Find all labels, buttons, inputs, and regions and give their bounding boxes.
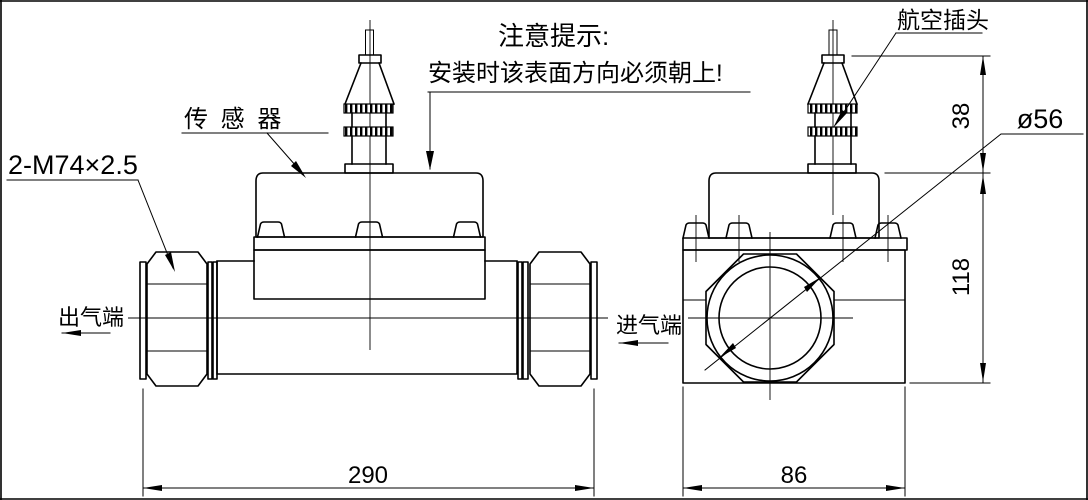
- housing-bolt-3: [452, 221, 482, 238]
- thread-spec-label: 2-M74×2.5: [8, 150, 138, 180]
- end-plug-barrel: [814, 112, 852, 165]
- end-plug-cap: [821, 54, 845, 64]
- housing-bolt-1: [256, 221, 286, 238]
- inlet-spacer-2: [522, 261, 529, 380]
- dim-38-arrow-bottom: [980, 153, 986, 172]
- outlet-flow-arrow: [62, 330, 81, 336]
- inlet-flow-arrow: [619, 340, 638, 346]
- aviation-plug-leader: [835, 32, 897, 125]
- aviation-plug-arrow: [833, 110, 847, 128]
- outlet-nut-facets: [146, 283, 208, 352]
- dim-38-text: 38: [948, 103, 975, 130]
- dimension-plug-height: 38: [851, 55, 991, 174]
- sensor-label-group: 传 感 器: [181, 106, 329, 178]
- plug-barrel: [351, 112, 387, 165]
- end-bore-outer-circle: [706, 254, 834, 382]
- sensor-label: 传 感 器: [184, 106, 284, 133]
- dimension-overall-length: 290: [142, 388, 595, 497]
- dimension-body-height: 118: [909, 172, 991, 384]
- dim-118-text: 118: [948, 258, 975, 296]
- outlet-label: 出气端: [58, 305, 124, 330]
- housing-flange: [253, 236, 486, 251]
- side-view: [128, 20, 608, 387]
- end-view: [682, 20, 908, 400]
- sensor-housing-side: [253, 172, 486, 300]
- plug-knurl-band-1: [343, 103, 394, 114]
- dim-290-text: 290: [348, 462, 388, 489]
- sensor-housing-end: [682, 172, 908, 262]
- thread-spec-group: 2-M74×2.5: [6, 150, 175, 272]
- outlet-hex-nut: [146, 251, 208, 387]
- housing-base-block: [253, 249, 486, 300]
- aviation-plug-label: 航空插头: [897, 7, 989, 33]
- pipe-outline: [216, 260, 518, 375]
- dimension-bore-diameter: ø56: [704, 104, 1084, 371]
- inlet-hex-nut: [529, 251, 591, 387]
- inlet-spacer-1: [517, 261, 523, 380]
- plug-cap: [358, 54, 382, 64]
- outlet-washer: [139, 261, 147, 380]
- aviation-plug-side: [343, 29, 396, 174]
- outlet-label-group: 出气端: [58, 305, 124, 336]
- end-nut-octagon: [705, 253, 835, 383]
- inlet-nut-facets: [529, 283, 591, 352]
- dim-d56-arrow-lower: [719, 343, 736, 358]
- warning-arrow: [426, 151, 434, 170]
- end-plug-base: [807, 163, 857, 174]
- dim-38-extension-lines: [851, 55, 991, 174]
- end-plug-cone: [806, 61, 859, 106]
- dim-d56-arrow-upper: [804, 277, 821, 292]
- warning-note-body: 安装时该表面方向必须朝上!: [428, 60, 723, 87]
- dim-d56-leader: [704, 133, 1084, 371]
- dim-38-arrow-top: [980, 56, 986, 75]
- inlet-fitting: [517, 251, 598, 387]
- warning-note: 注意提示: 安装时该表面方向必须朝上!: [426, 21, 751, 170]
- pipe-body: [216, 260, 518, 375]
- body-end: [682, 249, 906, 384]
- plug-knurl-band-2: [343, 126, 394, 137]
- end-plug-pin: [828, 29, 838, 56]
- dim-118-arrow-top: [980, 175, 986, 194]
- sensor-arrow: [291, 161, 306, 178]
- outlet-fitting: [139, 251, 218, 387]
- housing-bolt-2: [354, 221, 384, 238]
- end-bore-inner-circle: [718, 266, 822, 370]
- dim-290-arrow-left: [143, 485, 162, 491]
- plug-base: [344, 163, 394, 174]
- end-flange: [682, 237, 908, 251]
- inlet-washer: [590, 261, 598, 380]
- dim-290-arrow-right: [575, 485, 594, 491]
- dim-86-arrow-right: [886, 485, 905, 491]
- thread-spec-arrow: [165, 252, 175, 272]
- outlet-spacer-2: [212, 261, 218, 380]
- dimension-body-width: 86: [682, 386, 906, 497]
- outlet-spacer-1: [207, 261, 213, 380]
- plug-pin: [365, 29, 374, 56]
- dim-86-extension-lines: [682, 386, 906, 497]
- dim-118-arrow-bottom: [980, 363, 986, 382]
- plug-cone: [343, 61, 396, 106]
- dim-86-text: 86: [781, 462, 808, 489]
- dim-86-arrow-left: [683, 485, 702, 491]
- end-plug-knurl-band-1: [807, 103, 858, 114]
- end-plug-knurl-band-2: [807, 126, 858, 137]
- warning-note-heading: 注意提示:: [498, 21, 609, 51]
- aviation-plug-label-group: 航空插头: [833, 7, 989, 128]
- end-bolt-centerlines: [695, 215, 889, 262]
- aviation-plug-end: [806, 29, 859, 174]
- inlet-label: 进气端: [616, 313, 682, 338]
- thread-spec-leader: [137, 179, 174, 269]
- end-body-rect: [682, 249, 906, 384]
- dim-d56-text: ø56: [1017, 104, 1064, 134]
- inlet-label-group: 进气端: [616, 313, 682, 346]
- dim-290-extension-lines: [142, 388, 595, 497]
- housing-box: [255, 172, 484, 238]
